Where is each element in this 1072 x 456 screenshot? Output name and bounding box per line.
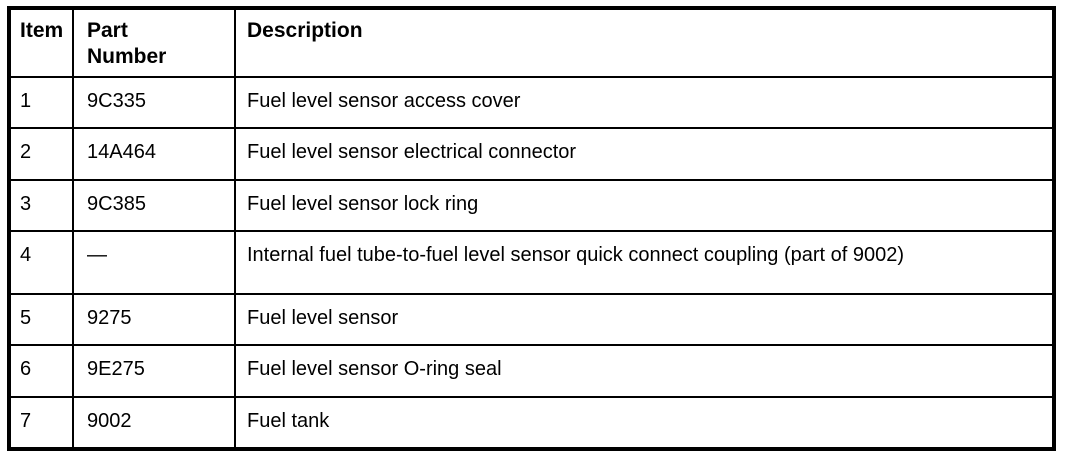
- cell-part-number-value: 9C335: [87, 90, 146, 112]
- cell-part-number: 9E275: [72, 344, 236, 398]
- column-header-description-label: Description: [247, 19, 363, 42]
- table-header: Item Part Number Description: [11, 10, 1052, 78]
- cell-item: 4: [11, 229, 74, 296]
- cell-item-value: 1: [20, 90, 32, 112]
- cell-part-number: 9C335: [72, 75, 236, 130]
- cell-part-number: 9275: [72, 293, 236, 347]
- column-header-part-number-label: Part Number: [87, 19, 167, 68]
- table-row: 4 — Internal fuel tube-to-fuel level sen…: [11, 229, 1052, 296]
- table-row: 6 9E275 Fuel level sensor O-ring seal: [11, 344, 1052, 398]
- table-header-row: Item Part Number Description: [11, 10, 1052, 78]
- cell-description: Internal fuel tube-to-fuel level sensor …: [234, 229, 1052, 296]
- cell-part-number: 9C385: [72, 178, 236, 232]
- cell-item: 1: [11, 75, 74, 130]
- cell-description-value: Internal fuel tube-to-fuel level sensor …: [247, 243, 905, 266]
- cell-description: Fuel level sensor O-ring seal: [234, 344, 1052, 398]
- cell-description-value: Fuel level sensor access cover: [247, 90, 521, 112]
- cell-part-number: 9002: [72, 395, 236, 447]
- cell-part-number: 14A464: [72, 127, 236, 181]
- cell-description: Fuel level sensor: [234, 293, 1052, 347]
- cell-item-value: 2: [20, 141, 32, 164]
- cell-item-value: 3: [20, 192, 32, 215]
- column-header-item-label: Item: [20, 19, 64, 42]
- cell-description: Fuel tank: [234, 395, 1052, 447]
- table-body: 1 9C335 Fuel level sensor access cover 2…: [11, 75, 1052, 447]
- cell-item: 3: [11, 178, 74, 232]
- cell-part-number-value: —: [87, 243, 107, 266]
- cell-description-value: Fuel level sensor O-ring seal: [247, 358, 502, 381]
- table-row: 1 9C335 Fuel level sensor access cover: [11, 75, 1052, 130]
- cell-description: Fuel level sensor lock ring: [234, 178, 1052, 232]
- cell-item-value: 4: [20, 243, 32, 266]
- column-header-part-number: Part Number: [72, 10, 236, 78]
- cell-item: 7: [11, 395, 74, 447]
- cell-item-value: 7: [20, 409, 32, 432]
- parts-table-container: Item Part Number Description 1: [7, 6, 1056, 451]
- cell-part-number-value: 9275: [87, 307, 132, 330]
- cell-description-value: Fuel level sensor: [247, 307, 399, 330]
- cell-part-number-value: 14A464: [87, 141, 156, 164]
- parts-table: Item Part Number Description 1: [11, 10, 1052, 447]
- cell-description-value: Fuel level sensor electrical connector: [247, 141, 577, 164]
- table-row: 3 9C385 Fuel level sensor lock ring: [11, 178, 1052, 232]
- cell-item: 6: [11, 344, 74, 398]
- cell-item-value: 6: [20, 358, 32, 381]
- cell-description-value: Fuel level sensor lock ring: [247, 192, 479, 215]
- cell-description: Fuel level sensor access cover: [234, 75, 1052, 130]
- column-header-item: Item: [11, 10, 74, 78]
- cell-item: 5: [11, 293, 74, 347]
- cell-description-value: Fuel tank: [247, 409, 330, 432]
- table-row: 2 14A464 Fuel level sensor electrical co…: [11, 127, 1052, 181]
- cell-item-value: 5: [20, 307, 32, 330]
- cell-part-number-value: 9E275: [87, 358, 145, 381]
- cell-description: Fuel level sensor electrical connector: [234, 127, 1052, 181]
- column-header-description: Description: [234, 10, 1052, 78]
- cell-part-number: —: [72, 229, 236, 296]
- cell-part-number-value: 9002: [87, 409, 132, 432]
- cell-part-number-value: 9C385: [87, 192, 146, 215]
- cell-item: 2: [11, 127, 74, 181]
- table-row: 5 9275 Fuel level sensor: [11, 293, 1052, 347]
- table-row: 7 9002 Fuel tank: [11, 395, 1052, 447]
